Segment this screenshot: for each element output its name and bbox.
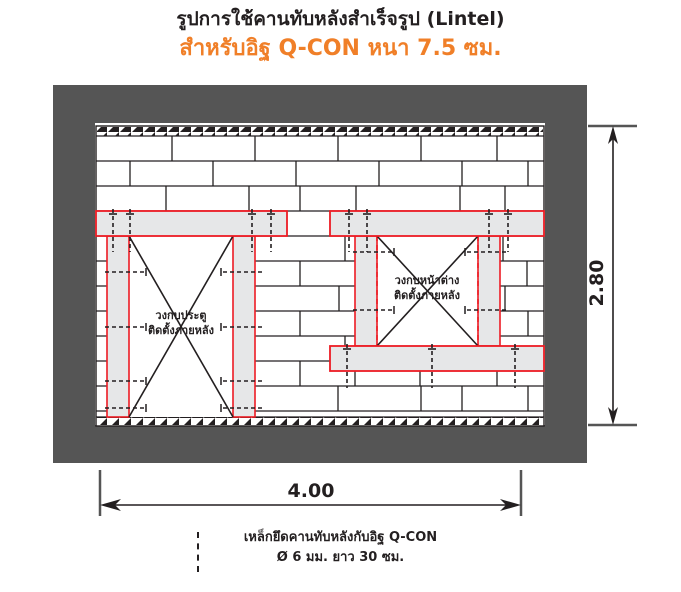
page-title-secondary: สำหรับอิฐ Q-CON หนา 7.5 ซม. — [179, 36, 502, 61]
window-frame-dashed — [376, 236, 479, 346]
dimension-height-label: 2.80 — [586, 260, 608, 307]
dimension-width-label: 4.00 — [288, 480, 335, 502]
lintel-anchor-bars — [112, 209, 516, 388]
door-label-line2: ติดตั้งภายหลัง — [148, 322, 214, 337]
page-title-primary: รูปการใช้คานทับหลังสำเร็จรูป (Lintel) — [176, 8, 505, 30]
legend-block: เหล็กยึดคานทับหลังกับอิฐ Q-CON Ø 6 มม. ย… — [0, 528, 681, 568]
top-mortar-hatch — [97, 127, 543, 136]
page-title-block: รูปการใช้คานทับหลังสำเร็จรูป (Lintel) สำ… — [0, 6, 681, 64]
legend-line-1: เหล็กยึดคานทับหลังกับอิฐ Q-CON — [243, 530, 438, 545]
legend-line-2: Ø 6 มม. ยาว 30 ซม. — [276, 550, 405, 565]
window-label-line2: ติดตั้งภายหลัง — [394, 287, 460, 302]
window-jamb-left — [354, 235, 378, 347]
door-label-line1: วงกบประตู — [155, 309, 206, 323]
door-x-cross — [128, 235, 234, 418]
dimension-width: 4.00 — [98, 470, 523, 516]
bottom-mortar-hatch — [97, 417, 543, 425]
legend-dash-symbol — [197, 532, 199, 572]
door-opening: วงกบประตู ติดตั้งภายหลัง — [105, 235, 262, 418]
concrete-frame — [53, 85, 587, 463]
lintel-window-sill — [329, 345, 545, 372]
window-opening: วงกบหน้าต่าง ติดตั้งภายหลัง — [353, 235, 506, 347]
door-jamb-left — [106, 235, 130, 418]
dimension-height: 2.80 — [586, 124, 637, 427]
window-label-line1: วงกบหน้าต่าง — [395, 274, 460, 287]
lintel-door-head — [95, 210, 288, 237]
